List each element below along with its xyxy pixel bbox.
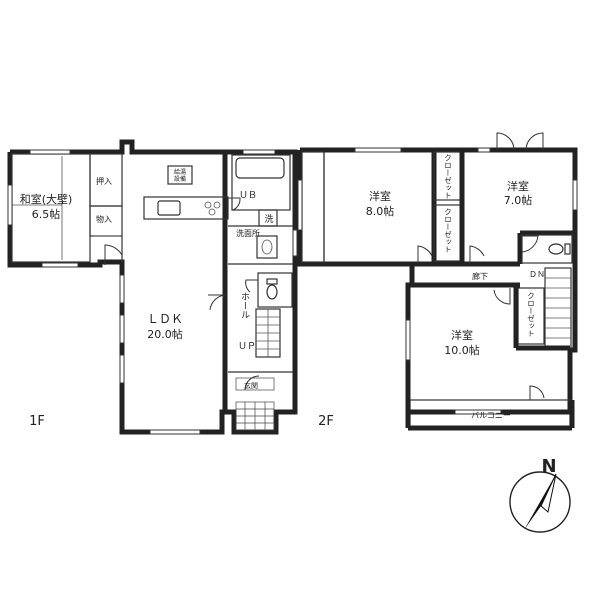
floor-1-plan: 給湯 設備 [7, 139, 298, 435]
floor-2-plan: 洋室 8.0帖 洋室 7.0帖 洋室 10.0帖 クローゼット クローゼット ク… [297, 132, 578, 431]
north-label: N [541, 456, 556, 477]
toilet-tank-icon [564, 243, 571, 255]
window [41, 262, 79, 268]
stove-burner [208, 208, 216, 216]
wash-mark: 洗 [264, 213, 273, 225]
window [572, 179, 578, 211]
yoshitsu-a-size: 8.0帖 [366, 205, 395, 218]
unit-bath [231, 154, 291, 211]
door-swing [469, 245, 485, 264]
yoshitsu-b-label: 洋室 [507, 179, 529, 193]
floor-1-outer-wall [7, 139, 298, 435]
door-swing [104, 244, 123, 265]
kitchen-sink [157, 200, 181, 216]
toilet-room [257, 272, 293, 308]
senmenjo-label: 洗面所 [236, 228, 260, 238]
yoshitsu-c-label: 洋室 [451, 328, 473, 342]
yoshitsu-c-size: 10.0帖 [444, 344, 480, 357]
ldk-size: 20.0帖 [147, 328, 183, 341]
kitchen-counter [143, 196, 229, 220]
compass-needle-icon [524, 474, 556, 530]
stove-burner [204, 201, 212, 209]
door-swing [496, 132, 515, 151]
closet-2-label: クローゼット [443, 208, 452, 253]
window [297, 179, 303, 231]
door-swing [244, 375, 260, 391]
compass-circle [509, 471, 571, 533]
toilet-icon [548, 243, 564, 255]
window [354, 147, 402, 153]
stairs-up-label: ＵＰ [238, 342, 256, 352]
yoshitsu-b-size: 7.0帖 [504, 194, 533, 207]
door-swing [493, 288, 511, 305]
washitsu-label: 和室(大壁) [20, 192, 73, 206]
door-swing [417, 245, 433, 264]
balcony-label: バルコニー [471, 411, 511, 420]
door-swing [228, 197, 241, 211]
window [119, 354, 125, 384]
closet-1-label: クローゼット [443, 154, 452, 199]
toilet-icon [266, 284, 278, 300]
window [119, 314, 125, 344]
floor-1-label: 1F [29, 414, 45, 429]
window [242, 149, 276, 155]
north-compass: N [509, 456, 571, 533]
genkan-label: 玄関 [244, 381, 258, 390]
door-swing [529, 385, 545, 400]
door-swing [525, 132, 544, 151]
floor-2-label: 2F [318, 414, 334, 429]
floor-2-outer-wall [297, 147, 578, 415]
window [7, 184, 13, 226]
basin-bowl [261, 239, 273, 255]
water-heater-box [167, 165, 193, 185]
toilet-tank-icon [266, 278, 278, 285]
window [149, 429, 201, 435]
wash-basin [256, 235, 278, 259]
corridor-label: 廊下 [472, 271, 488, 281]
water-heater-label-2: 設備 [174, 175, 186, 183]
stairs-dn-label: ＤＮ [529, 270, 545, 279]
bay-storage [301, 151, 325, 263]
ub-label: ＵＢ [239, 191, 257, 201]
window [405, 319, 411, 361]
hall-label: ホール [239, 292, 250, 319]
washing-machine [258, 209, 278, 227]
door-swing [520, 235, 539, 253]
ldk-label: ＬＤＫ [147, 312, 183, 326]
genkan-floor [235, 377, 275, 391]
bathtub [235, 157, 285, 179]
washitsu-size: 6.5帖 [32, 208, 61, 221]
window [454, 409, 502, 415]
door-swing [208, 294, 226, 311]
closet-3-label: クローゼット [526, 292, 535, 337]
monoire-label: 物入 [96, 214, 112, 224]
yoshitsu-a-label: 洋室 [369, 189, 391, 203]
oshiire-label: 押入 [96, 176, 112, 186]
stove-burner [213, 201, 221, 209]
window [477, 147, 491, 153]
window [119, 274, 125, 304]
water-heater-label-1: 給湯 [174, 168, 186, 176]
window [292, 229, 298, 257]
door-swing [245, 279, 258, 293]
toilet-room-2f [521, 234, 573, 264]
window [29, 149, 71, 155]
